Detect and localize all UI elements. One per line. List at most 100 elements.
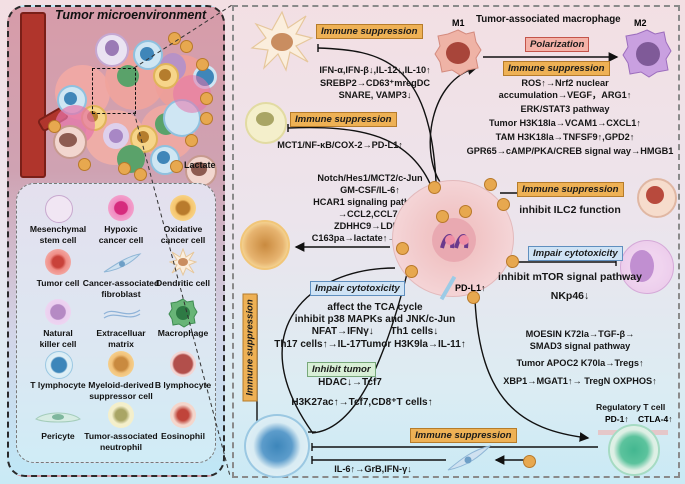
m1-macrophage-icon xyxy=(434,29,482,76)
tcell-inhibit-mechanism-2: H3K27ac↑→Tcf7,CD8⁺T cells↑ xyxy=(291,397,433,408)
tam-badge: Immune suppression xyxy=(503,61,610,76)
arrow-to-treg xyxy=(474,299,590,442)
dendritic-mechanism-1: IFN-α,IFN-β↓,IL-12↓,IL-10↑ xyxy=(319,65,431,75)
mdsc-mechanism-2: GM-CSF/IL-6↑ xyxy=(340,185,400,195)
treg-badge: Immune suppression xyxy=(410,428,517,443)
mdsc-mechanism-1: Notch/Hes1/MCT2/c-Jun xyxy=(317,173,423,183)
legend-label: Oxidative cancer cell xyxy=(160,224,206,245)
chromatin-icon xyxy=(440,234,469,249)
lactate-dot xyxy=(180,40,193,53)
lactate-dot xyxy=(459,205,472,218)
pdl1-label: PD-L1↑ xyxy=(455,283,486,293)
nk-cell-nucleus xyxy=(630,250,654,282)
legend-label: Eosinophil xyxy=(161,431,205,441)
lactate-dot xyxy=(428,181,441,194)
m2-label: M2 xyxy=(634,18,647,28)
legend-label: Dendritic cell xyxy=(156,278,210,288)
mdsc-mechanism-6: C163pa→lactate↑→MDSC↑ xyxy=(311,233,429,243)
legend-item-cancer-associated-fibroblast: Cancer-associated fibroblast xyxy=(83,248,159,300)
lactate-dot xyxy=(118,162,131,175)
treg-mechanism-4: XBP1→MGAT1↑→ TregN OXPHOS↑ xyxy=(503,376,657,386)
legend-label: Myeloid-derived suppressor cell xyxy=(88,380,154,401)
lactate-dot xyxy=(484,178,497,191)
lactate-label: Lactate xyxy=(184,160,216,170)
tcell-mechanism-3: NFAT→IFNγ↓ Th1 cells↓ xyxy=(311,326,439,337)
legend-item-natural-killer-cell: Natural killer cell xyxy=(25,298,91,350)
lactate-dot xyxy=(168,32,181,45)
zoom-region-box xyxy=(92,68,136,114)
mdsc-icon xyxy=(240,220,290,270)
tam-mechanism-2: accumulation→VEGF，ARG1↑ xyxy=(498,90,632,100)
lactate-dot xyxy=(396,242,409,255)
treg-icon xyxy=(608,424,660,476)
fibroblast-mechanism-1: IL-6↑→GrB,IFN-γ↓ xyxy=(334,464,412,474)
nk-mechanism-1: inhibit mTOR signal pathway xyxy=(498,271,642,283)
tam-mechanism-3: ERK/STAT3 pathway xyxy=(520,104,610,114)
inhibition-line-neutrophil xyxy=(287,126,433,189)
inhibition-line-dendritic xyxy=(317,47,437,183)
legend-label: Tumor cell xyxy=(36,278,80,288)
legend-label: Tumor-associated neutrophil xyxy=(84,431,158,452)
lactate-dot xyxy=(497,198,510,211)
lactate-legend-dot xyxy=(170,160,183,173)
m1-label: M1 xyxy=(452,18,465,28)
eosinophil-nucleus xyxy=(646,186,664,204)
inhibit-tumor-badge: Inhibit tumor xyxy=(307,362,376,377)
mdsc-mechanism-3: HCAR1 signaling pathway xyxy=(313,197,427,207)
lactate-dot xyxy=(48,120,61,133)
lactate-dot xyxy=(185,134,198,147)
legend-label: Mesenchymal stem cell xyxy=(29,224,87,245)
neutrophil-mechanism-1: MCT1/NF-κB/COX-2→PD-L1↑ xyxy=(277,140,403,150)
lactate-dot xyxy=(196,58,209,71)
tme-panel-title: Tumor microenvironment xyxy=(55,8,207,22)
nk-cell-icon xyxy=(620,240,674,294)
eosinophil-badge: Immune suppression xyxy=(517,182,624,197)
legend-item-eosinophil: Eosinophil xyxy=(150,401,216,453)
lactate-dot xyxy=(436,210,449,223)
treg-mechanism-2: SMAD3 signal pathway xyxy=(529,341,631,351)
legend-item-oxidative-cancer-cell: Oxidative cancer cell xyxy=(150,194,216,246)
lactate-dot xyxy=(78,158,91,171)
mdsc-mechanism-4: →CCL2,CCL7↑ xyxy=(337,209,403,219)
legend-label: Cancer-associated fibroblast xyxy=(82,278,160,299)
tam-mechanism-6: GPR65→cAMP/PKA/CREB signal way→HMGB1 xyxy=(466,146,674,156)
lactate-dot xyxy=(405,265,418,278)
lactate-dot xyxy=(523,455,536,468)
lactate-dot xyxy=(200,92,213,105)
treg-mechanism-1: MOESIN K72la→TGF-β→ xyxy=(525,329,635,339)
legend-item-dendritic-cell: Dendritic cell xyxy=(150,248,216,300)
neutrophil-badge: Immune suppression xyxy=(290,112,397,127)
tcell-badge: Impair cytotoxicity xyxy=(310,281,405,296)
tcell-inhibit-mechanism-1: HDAC↓→Tcf7 xyxy=(318,377,382,388)
nk-mechanism-2: NKp46↓ xyxy=(550,290,590,302)
tcell-mechanism-4: Th17 cells↑→IL-17Tumor H3K9la→IL-11↑ xyxy=(274,339,466,350)
treg-mechanism-3: Tumor APOC2 K70la→Tregs↑ xyxy=(516,358,644,368)
legend-label: Pericyte xyxy=(41,431,75,441)
dendritic-badge: Immune suppression xyxy=(316,24,423,39)
pd1-label: PD-1↑ xyxy=(605,414,629,424)
tam-mechanism-4: Tumor H3K18la→VCAM1→CXCL1↑ xyxy=(489,118,641,128)
nk-badge: Impair cytotoxicity xyxy=(528,246,623,261)
legend-label: B lymphocyte xyxy=(154,380,212,390)
legend-item-myeloid-derived-suppressor-cell: Myeloid-derived suppressor cell xyxy=(88,350,154,402)
legend-item-b-lymphocyte: B lymphocyte xyxy=(150,350,216,402)
t-lymphocyte-icon xyxy=(244,414,310,478)
tme-cell-cluster xyxy=(45,25,217,187)
tcell-mechanism-2: inhibit p38 MAPKs and JNK/c-Jun xyxy=(294,314,456,325)
tam-title: Tumor-associated macrophage xyxy=(476,14,621,25)
legend-item-mesenchymal-stem-cell: Mesenchymal stem cell xyxy=(25,194,91,246)
legend-item-pericyte: Pericyte xyxy=(25,401,91,453)
dendritic-cell-icon xyxy=(250,10,314,72)
lactate-dot xyxy=(200,112,213,125)
mdsc-mechanism-5: ZDHHC9→LDHA xyxy=(334,221,406,231)
dendritic-mechanism-3: SNARE, VAMP3↓ xyxy=(338,90,412,100)
eosinophil-mechanism-1: inhibit ILC2 function xyxy=(519,204,621,216)
treg-title: Regulatory T cell xyxy=(596,402,666,412)
ctla4-label: CTLA-4↑ xyxy=(638,414,673,424)
legend-item-hypoxic-cancer-cell: Hypoxic cancer cell xyxy=(88,194,154,246)
mechanism-panel xyxy=(232,5,680,478)
lactate-dot xyxy=(134,168,147,181)
lactate-dot xyxy=(467,291,480,304)
legend-label: Natural killer cell xyxy=(39,328,77,349)
